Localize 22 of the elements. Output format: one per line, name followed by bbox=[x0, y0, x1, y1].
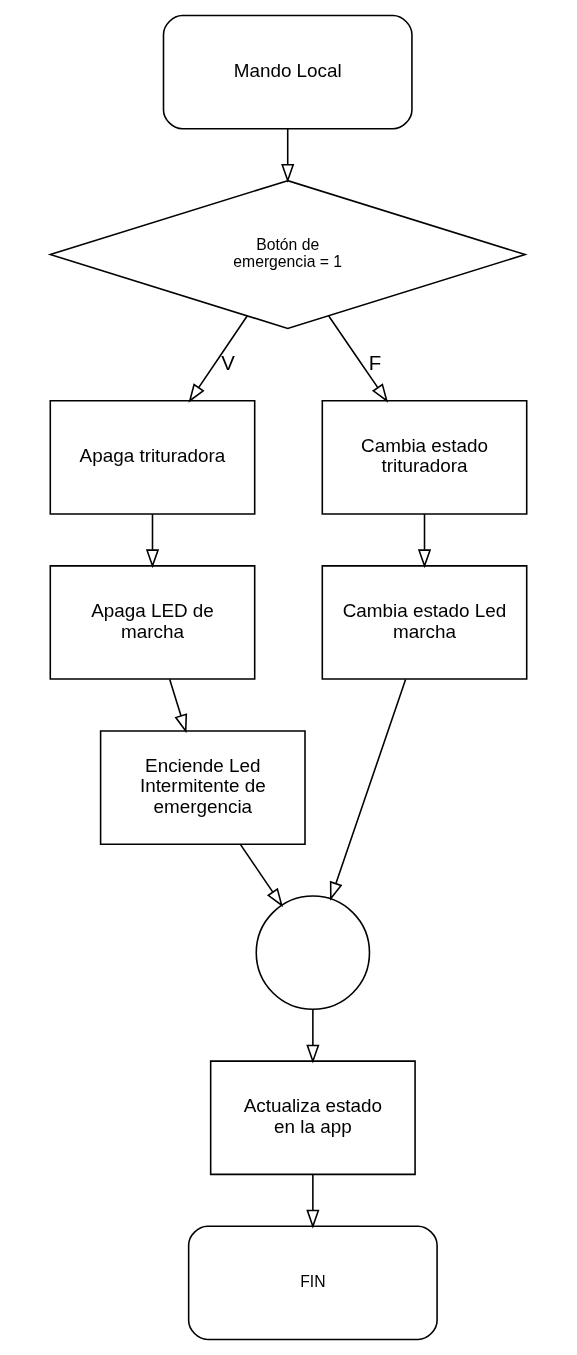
node-diamond: Botón de emergencia = 1 bbox=[47, 179, 528, 330]
node-box: Mando Local bbox=[162, 14, 413, 130]
arrow bbox=[239, 843, 284, 908]
arrow bbox=[306, 1008, 320, 1064]
node-box: Enciende Led Intermitente de emergencia bbox=[99, 730, 306, 845]
edge-label: V bbox=[221, 350, 235, 374]
arrow bbox=[281, 128, 295, 183]
arrow bbox=[329, 678, 407, 901]
arrow bbox=[168, 678, 188, 734]
node-box: Apaga trituradora bbox=[49, 400, 256, 515]
arrow bbox=[306, 1173, 320, 1229]
arrow bbox=[188, 315, 248, 403]
node-box: Cambia estado trituradora bbox=[321, 400, 528, 515]
arrow bbox=[327, 315, 389, 403]
node-box: Cambia estado Led marcha bbox=[321, 565, 528, 680]
node-box: Apaga LED de marcha bbox=[49, 565, 256, 680]
node-circle bbox=[255, 895, 371, 1011]
arrow bbox=[417, 513, 432, 569]
node-box: Actualiza estado en la app bbox=[209, 1060, 416, 1176]
edge-label: F bbox=[368, 350, 382, 374]
arrow bbox=[145, 513, 160, 569]
node-box: FIN bbox=[187, 1225, 438, 1341]
